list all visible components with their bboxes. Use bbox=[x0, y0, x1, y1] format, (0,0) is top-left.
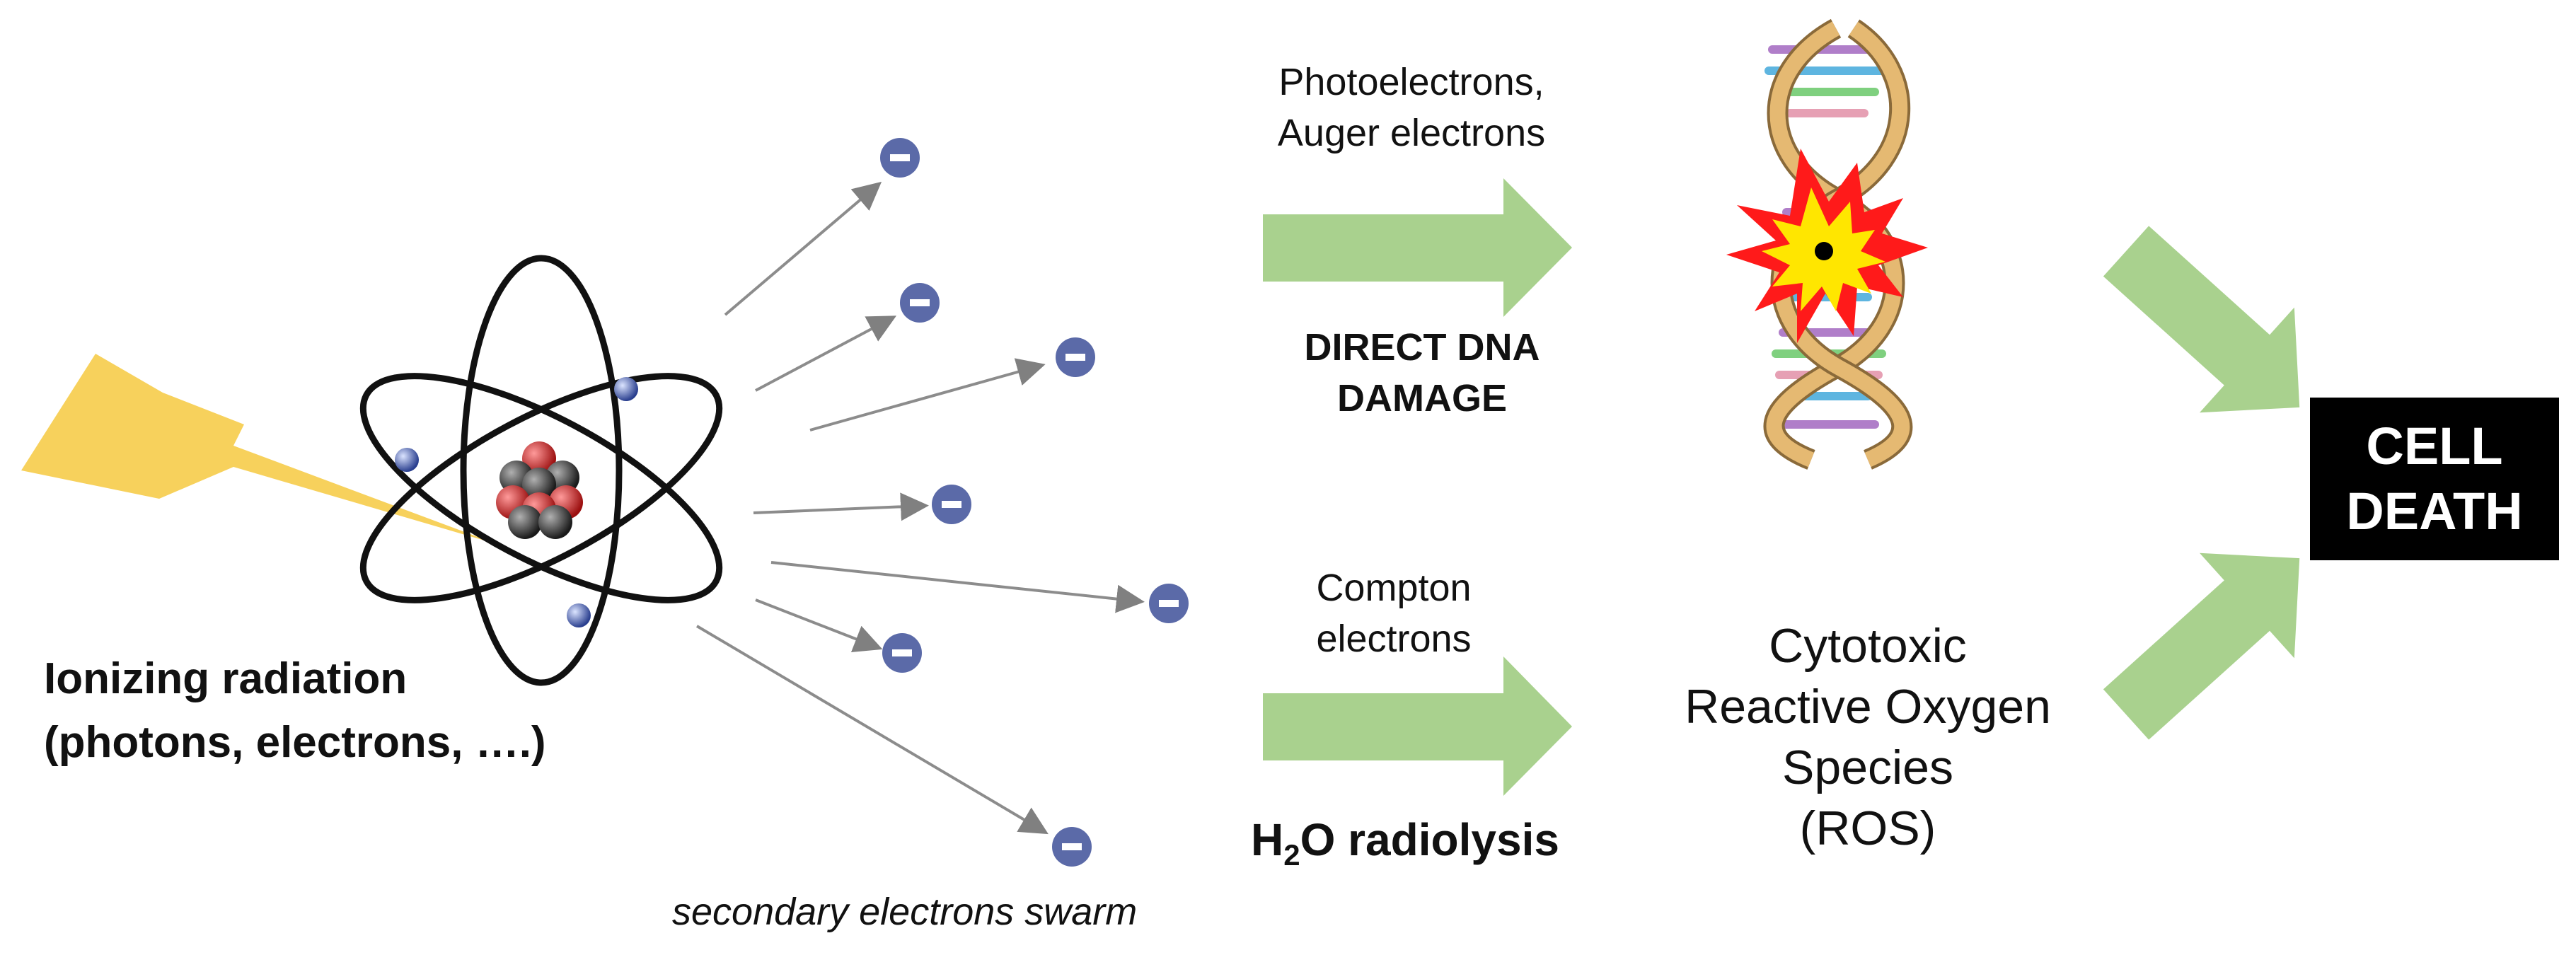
orbital-electron bbox=[395, 448, 419, 472]
nucleus bbox=[496, 441, 583, 539]
secondary-electron bbox=[900, 283, 940, 323]
atom bbox=[359, 255, 723, 686]
secondary-electron bbox=[882, 633, 922, 673]
orbit-tilted-1 bbox=[359, 373, 723, 603]
arrow-to-dna-damage bbox=[1263, 178, 1572, 317]
secondary-electron bbox=[1056, 337, 1095, 377]
secondary-electron bbox=[932, 485, 971, 524]
compton-electrons-label: Compton electrons bbox=[1316, 567, 1472, 660]
lightning-bolt bbox=[21, 354, 499, 545]
ionizing-radiation-label: Ionizing radiation (photons, electrons, … bbox=[44, 654, 546, 767]
explosion-center-dot bbox=[1815, 242, 1833, 260]
arrow-dna-to-cell-death bbox=[2103, 226, 2300, 413]
orbital-electron bbox=[614, 377, 638, 401]
arrow-to-ros bbox=[1263, 656, 1572, 796]
h2o-radiolysis-label: H2O radiolysis bbox=[1251, 814, 1559, 872]
secondary-electron bbox=[1149, 584, 1189, 623]
secondary-electron bbox=[1052, 827, 1092, 867]
cell-death-box: CELL DEATH bbox=[2310, 398, 2559, 560]
secondary-electron bbox=[880, 138, 920, 178]
orbit-vertical bbox=[460, 255, 623, 686]
photoelectrons-label: Photoelectrons, Auger electrons bbox=[1277, 61, 1546, 154]
arrow-ros-to-cell-death bbox=[2103, 552, 2300, 740]
direct-dna-damage-label: DIRECT DNA DAMAGE bbox=[1304, 326, 1540, 419]
orbital-electron bbox=[567, 603, 591, 627]
secondary-electrons-label: secondary electrons swarm bbox=[672, 891, 1138, 933]
orbit-tilted-2 bbox=[359, 373, 723, 603]
ros-label: Cytotoxic Reactive Oxygen Species (ROS) bbox=[1685, 619, 2051, 855]
electron-trajectories bbox=[695, 181, 1145, 835]
